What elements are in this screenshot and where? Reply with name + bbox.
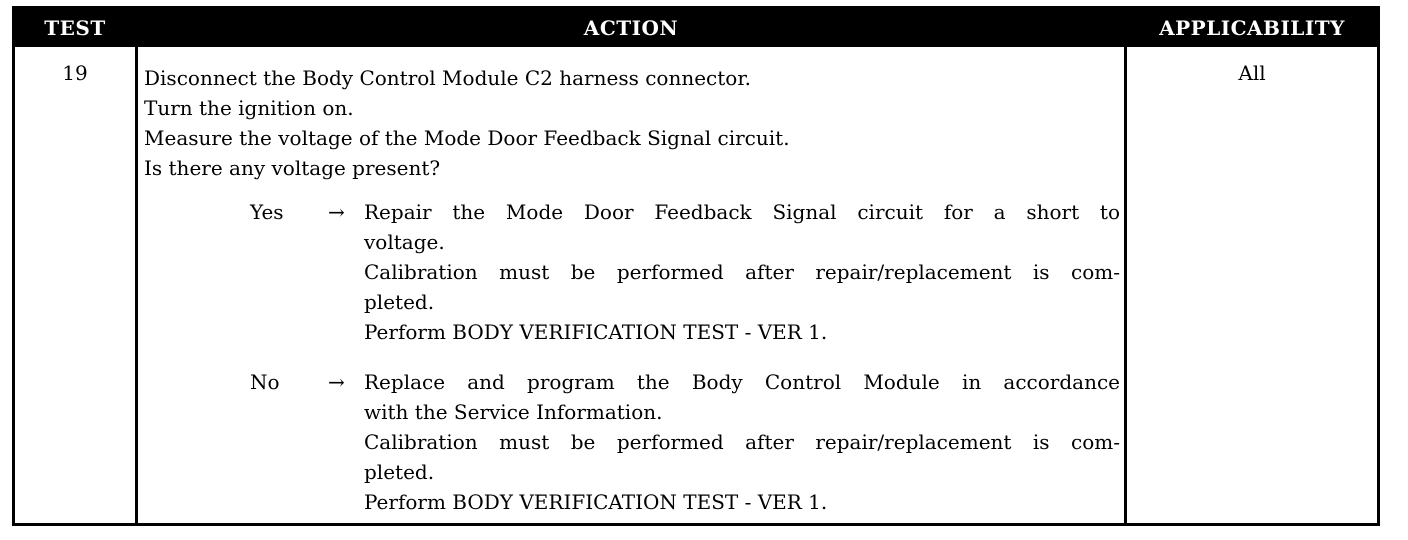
step-3: Measure the voltage of the Mode Door Fee… (144, 126, 790, 150)
applicability-value: All (1238, 61, 1266, 85)
yes-line-2: voltage. (364, 230, 445, 254)
diagnostic-test-table: TEST ACTION APPLICABILITY 19 All Disconn… (12, 6, 1380, 526)
step-4-question: Is there any voltage present? (144, 156, 441, 180)
yes-line-3: Calibration must be performed after repa… (364, 260, 1120, 284)
yes-line-1: Repair the Mode Door Feedback Signal cir… (364, 200, 1120, 224)
no-line-1: Replace and program the Body Control Mod… (364, 370, 1120, 394)
column-divider-test (135, 47, 138, 523)
table-header: TEST ACTION APPLICABILITY (15, 9, 1377, 47)
header-action: ACTION (583, 16, 679, 40)
no-instructions: Replace and program the Body Control Mod… (364, 367, 1120, 517)
test-number: 19 (62, 61, 88, 85)
no-label: No (250, 370, 280, 394)
right-arrow-icon: → (328, 200, 345, 224)
no-line-5: Perform BODY VERIFICATION TEST - VER 1. (364, 490, 828, 514)
no-line-2: with the Service Information. (364, 400, 663, 424)
yes-instructions: Repair the Mode Door Feedback Signal cir… (364, 197, 1120, 347)
no-line-3: Calibration must be performed after repa… (364, 430, 1120, 454)
header-applicability: APPLICABILITY (1159, 16, 1345, 40)
step-1: Disconnect the Body Control Module C2 ha… (144, 66, 752, 90)
header-test: TEST (44, 16, 106, 40)
no-branch: No → Replace and program the Body Contro… (144, 367, 1124, 517)
yes-branch: Yes → Repair the Mode Door Feedback Sign… (144, 197, 1124, 347)
right-arrow-icon: → (328, 370, 345, 394)
no-line-4: pleted. (364, 460, 435, 484)
step-2: Turn the ignition on. (144, 96, 354, 120)
yes-label: Yes (250, 200, 284, 224)
yes-line-4: pleted. (364, 290, 435, 314)
action-cell: Disconnect the Body Control Module C2 ha… (144, 63, 1124, 517)
column-divider-action (1124, 47, 1127, 523)
yes-line-5: Perform BODY VERIFICATION TEST - VER 1. (364, 320, 828, 344)
